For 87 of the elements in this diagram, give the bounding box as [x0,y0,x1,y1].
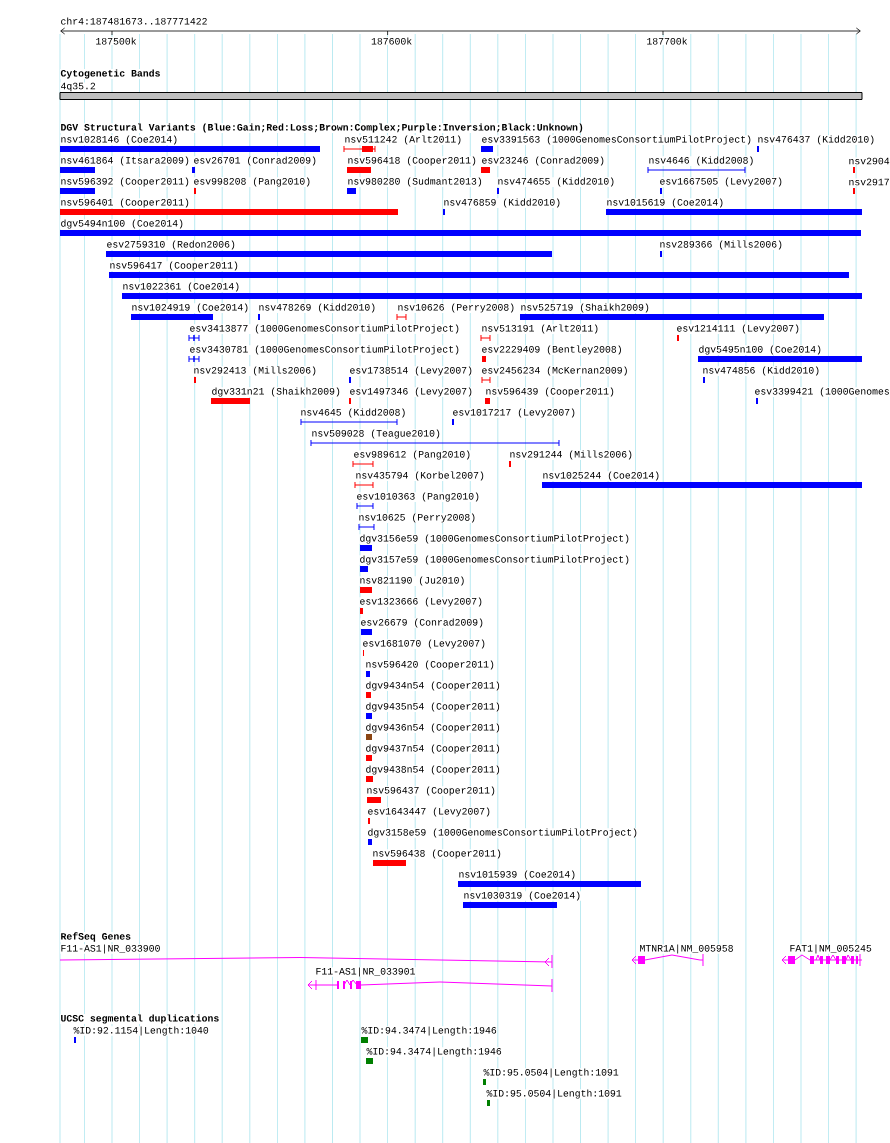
feature-label: nsv596438 (Cooper2011) [372,849,503,859]
feature-label: dgv3158e59 (1000GenomesConsortiumPilotProject) [367,828,639,838]
feature-label: nsv435794 (Korbel2007) [355,471,486,481]
feature-label: dgv3157e59 (1000GenomesConsortiumPilotProject) [359,555,631,565]
feature-label: nsv1015619 (Coe2014) [606,198,725,208]
gene-label: F11-AS1|NR_033901 [315,967,416,977]
tick-label: 187600k [370,37,413,45]
feature-label: esv3413877 (1000GenomesConsortiumPilotProject) [189,324,461,334]
track-title: DGV Structural Variants (Blue:Gain;Red:Loss;Brown:Complex;Purple:Inversion;Black:Unknown) [60,123,585,133]
feature-label: esv26679 (Conrad2009) [360,618,485,628]
feature-label: esv23246 (Conrad2009) [481,156,606,166]
gene-label: FAT1|NM_005245 [789,944,873,954]
feature-label: esv1323666 (Levy2007) [359,597,484,607]
feature-label: esv3399421 (1000Genomes [754,387,890,397]
feature-label: nsv596418 (Cooper2011) [347,156,478,166]
feature-label: esv1681070 (Levy2007) [362,639,487,649]
feature-label: esv1214111 (Levy2007) [676,324,801,334]
feature-label: esv1738514 (Levy2007) [349,366,474,376]
feature-label: nsv10626 (Perry2008) [397,303,516,313]
feature-label: esv26701 (Conrad2009) [193,156,318,166]
feature-label: nsv596420 (Cooper2011) [365,660,496,670]
feature-label: nsv1030319 (Coe2014) [463,891,582,901]
feature-label: esv2759310 (Redon2006) [106,240,237,250]
tick-label: 187700k [646,37,688,45]
band-label: 4q35.2 [60,82,97,92]
feature-label: %ID:95.0504|Length:1091 [483,1068,620,1078]
feature-label: esv1017217 (Levy2007) [452,408,577,418]
feature-label: nsv478269 (Kidd2010) [258,303,377,313]
feature-label: nsv821190 (Ju2010) [359,576,466,586]
feature-label: dgv5494n100 (Coe2014) [60,219,185,229]
feature-label: nsv596417 (Cooper2011) [109,261,240,271]
feature-label: nsv513191 (Arlt2011) [481,324,600,334]
feature-label: nsv1022361 (Coe2014) [122,282,241,292]
feature-label: dgv331n21 (Shaikh2009) [211,387,342,397]
feature-label: nsv4645 (Kidd2008) [300,408,407,418]
feature-label: esv1497346 (Levy2007) [349,387,474,397]
gene-label: MTNR1A|NM_005958 [639,944,734,954]
feature-label: nsv511242 (Arlt2011) [344,135,463,145]
feature-label: nsv291244 (Mills2006) [509,450,634,460]
feature-label: esv1010363 (Pang2010) [356,492,481,502]
feature-label: nsv476859 (Kidd2010) [443,198,562,208]
feature-label: nsv1028146 (Coe2014) [60,135,179,145]
feature-label: nsv1015939 (Coe2014) [458,870,577,880]
feature-label: nsv509028 (Teague2010) [311,429,442,439]
feature-label: esv1667505 (Levy2007) [659,177,784,187]
feature-label: esv3391563 (1000GenomesConsortiumPilotProject) [481,135,753,145]
feature-label: dgv9436n54 (Cooper2011) [365,723,502,733]
feature-label: nsv1025244 (Coe2014) [542,471,661,481]
feature-label: nsv474655 (Kidd2010) [497,177,616,187]
feature-label: esv1643447 (Levy2007) [367,807,492,817]
feature-label: nsv1024919 (Coe2014) [131,303,250,313]
feature-label: nsv4646 (Kidd2008) [648,156,755,166]
feature-label: esv989612 (Pang2010) [353,450,472,460]
feature-label: dgv5495n100 (Coe2014) [698,345,823,355]
feature-label: nsv2904 [848,157,890,165]
gene-label: F11-AS1|NR_033900 [60,944,161,954]
feature-label: nsv596392 (Cooper2011) [60,177,191,187]
track-title: Cytogenetic Bands [60,69,161,79]
feature-label: esv998208 (Pang2010) [193,177,312,187]
feature-label: esv2456234 (McKernan2009) [481,366,629,376]
feature-label: nsv474856 (Kidd2010) [702,366,821,376]
feature-label: dgv9437n54 (Cooper2011) [365,744,502,754]
track-title: RefSeq Genes [60,932,132,942]
feature-label: %ID:92.1154|Length:1040 [73,1026,210,1036]
feature-label: nsv289366 (Mills2006) [659,240,784,250]
feature-label: esv2229409 (Bentley2008) [481,345,623,355]
feature-label: %ID:94.3474|Length:1946 [361,1026,498,1036]
feature-label: dgv9438n54 (Cooper2011) [365,765,502,775]
feature-label: nsv596401 (Cooper2011) [60,198,191,208]
feature-label: nsv596437 (Cooper2011) [366,786,497,796]
feature-label: dgv9435n54 (Cooper2011) [365,702,502,712]
tick-label: 187500k [95,37,137,45]
feature-label: nsv596439 (Cooper2011) [485,387,616,397]
feature-label: nsv525719 (Shaikh2009) [520,303,651,313]
feature-label: nsv2917 [848,178,890,186]
feature-label: nsv292413 (Mills2006) [193,366,318,376]
feature-label: nsv461864 (Itsara2009) [60,156,191,166]
feature-label: nsv10625 (Perry2008) [358,513,477,523]
feature-label: dgv9434n54 (Cooper2011) [365,681,502,691]
feature-label: %ID:95.0504|Length:1091 [486,1089,623,1099]
feature-label: dgv3156e59 (1000GenomesConsortiumPilotProject) [359,534,631,544]
coordinate-label: chr4:187481673..187771422 [60,17,208,25]
feature-label: nsv980280 (Sudmant2013) [347,177,484,187]
feature-label: esv3430781 (1000GenomesConsortiumPilotProject) [189,345,461,355]
feature-label: nsv476437 (Kidd2010) [757,135,876,145]
track-title: UCSC segmental duplications [60,1014,220,1024]
feature-label: %ID:94.3474|Length:1946 [366,1047,503,1057]
